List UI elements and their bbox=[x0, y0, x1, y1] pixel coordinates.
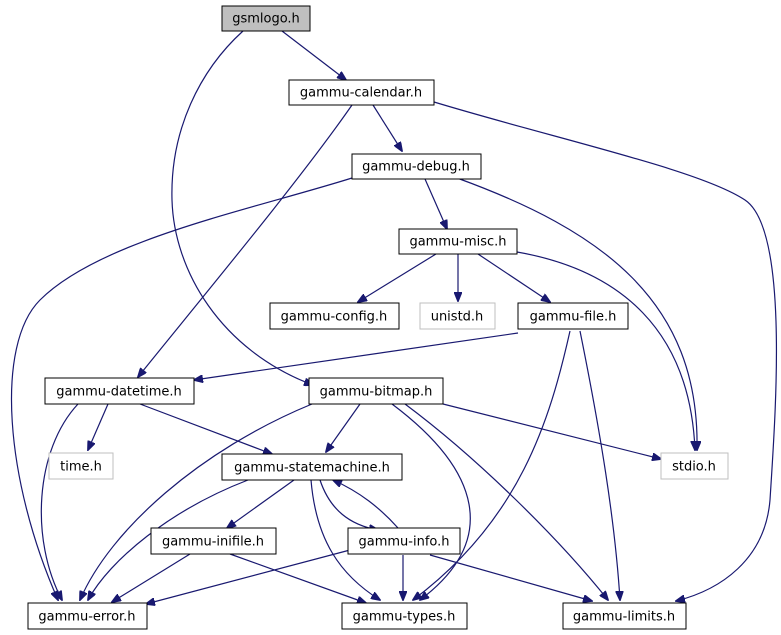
node-label-gammu-inifile: gammu-inifile.h bbox=[162, 535, 264, 550]
edge-file-datetime bbox=[194, 332, 519, 380]
edge-statemachine-error bbox=[88, 479, 249, 600]
edge-bitmap-stdio bbox=[442, 403, 661, 459]
edge-bitmap-error bbox=[80, 403, 313, 600]
node-time[interactable]: time.h bbox=[48, 452, 114, 480]
node-gammu-calendar[interactable]: gammu-calendar.h bbox=[288, 79, 435, 106]
node-gammu-misc[interactable]: gammu-misc.h bbox=[398, 228, 518, 255]
edge-info-error bbox=[146, 549, 351, 604]
node-label-gammu-error: gammu-error.h bbox=[38, 610, 135, 625]
edge-bitmap-statemachine bbox=[326, 403, 361, 452]
edge-gsmlogo-bitmap bbox=[171, 30, 313, 385]
edge-bitmap-limits bbox=[404, 403, 608, 600]
node-label-gammu-info: gammu-info.h bbox=[359, 535, 450, 550]
node-label-gammu-misc: gammu-misc.h bbox=[409, 235, 506, 250]
node-label-gammu-types: gammu-types.h bbox=[353, 610, 456, 625]
node-label-gammu-statemachine: gammu-statemachine.h bbox=[234, 461, 390, 476]
edge-misc-stdio bbox=[516, 251, 695, 450]
node-gammu-datetime[interactable]: gammu-datetime.h bbox=[44, 377, 195, 405]
node-gammu-file[interactable]: gammu-file.h bbox=[517, 302, 629, 330]
node-gammu-types[interactable]: gammu-types.h bbox=[341, 602, 468, 630]
edge-file-limits bbox=[579, 330, 620, 600]
edge-datetime-time bbox=[88, 403, 109, 450]
node-label-time: time.h bbox=[60, 460, 102, 475]
node-gammu-bitmap[interactable]: gammu-bitmap.h bbox=[308, 377, 444, 405]
node-label-unistd: unistd.h bbox=[431, 310, 484, 325]
edge-misc-config bbox=[358, 253, 437, 302]
dependency-edges bbox=[10, 30, 778, 604]
edge-debug-stdio bbox=[456, 177, 697, 450]
node-label-stdio: stdio.h bbox=[672, 460, 716, 475]
edge-statemachine-types bbox=[310, 479, 380, 600]
edge-info-limits bbox=[429, 554, 592, 601]
node-label-gammu-file: gammu-file.h bbox=[530, 310, 617, 325]
node-gammu-debug[interactable]: gammu-debug.h bbox=[351, 153, 482, 180]
node-gammu-info[interactable]: gammu-info.h bbox=[347, 527, 461, 555]
edge-statemachine-inifile bbox=[227, 479, 295, 528]
edge-debug-error bbox=[10, 177, 353, 600]
edge-gsmlogo-calendar bbox=[281, 30, 346, 80]
edge-debug-misc bbox=[424, 178, 447, 229]
node-label-gammu-datetime: gammu-datetime.h bbox=[56, 385, 182, 400]
node-gammu-config[interactable]: gammu-config.h bbox=[269, 302, 400, 330]
edge-inifile-error bbox=[112, 553, 191, 602]
edge-calendar-debug bbox=[372, 104, 402, 151]
node-stdio[interactable]: stdio.h bbox=[660, 452, 729, 480]
edge-inifile-types bbox=[229, 553, 366, 603]
node-gammu-statemachine[interactable]: gammu-statemachine.h bbox=[221, 453, 403, 481]
node-gammu-limits[interactable]: gammu-limits.h bbox=[562, 602, 687, 630]
node-label-gsmlogo: gsmlogo.h bbox=[232, 12, 300, 27]
edge-calendar-datetime bbox=[138, 104, 353, 377]
node-label-gammu-bitmap: gammu-bitmap.h bbox=[320, 385, 433, 400]
edge-file-types bbox=[413, 330, 571, 600]
edge-info-statemachine bbox=[333, 480, 399, 529]
node-gsmlogo[interactable]: gsmlogo.h bbox=[221, 5, 311, 32]
edge-calendar-limits bbox=[433, 101, 778, 601]
node-label-gammu-config: gammu-config.h bbox=[281, 310, 388, 325]
node-gammu-error[interactable]: gammu-error.h bbox=[27, 602, 148, 630]
edge-datetime-error bbox=[40, 403, 79, 600]
node-label-gammu-calendar: gammu-calendar.h bbox=[300, 86, 422, 101]
edge-bitmap-types bbox=[391, 403, 471, 600]
edge-misc-file bbox=[477, 253, 550, 302]
edge-datetime-statemachine bbox=[139, 403, 272, 454]
node-unistd[interactable]: unistd.h bbox=[419, 302, 496, 330]
node-label-gammu-debug: gammu-debug.h bbox=[362, 160, 470, 175]
node-label-gammu-limits: gammu-limits.h bbox=[573, 610, 675, 625]
node-gammu-inifile[interactable]: gammu-inifile.h bbox=[150, 527, 277, 555]
header-nodes: gsmlogo.h gammu-calendar.h gammu-debug.h… bbox=[27, 5, 729, 630]
